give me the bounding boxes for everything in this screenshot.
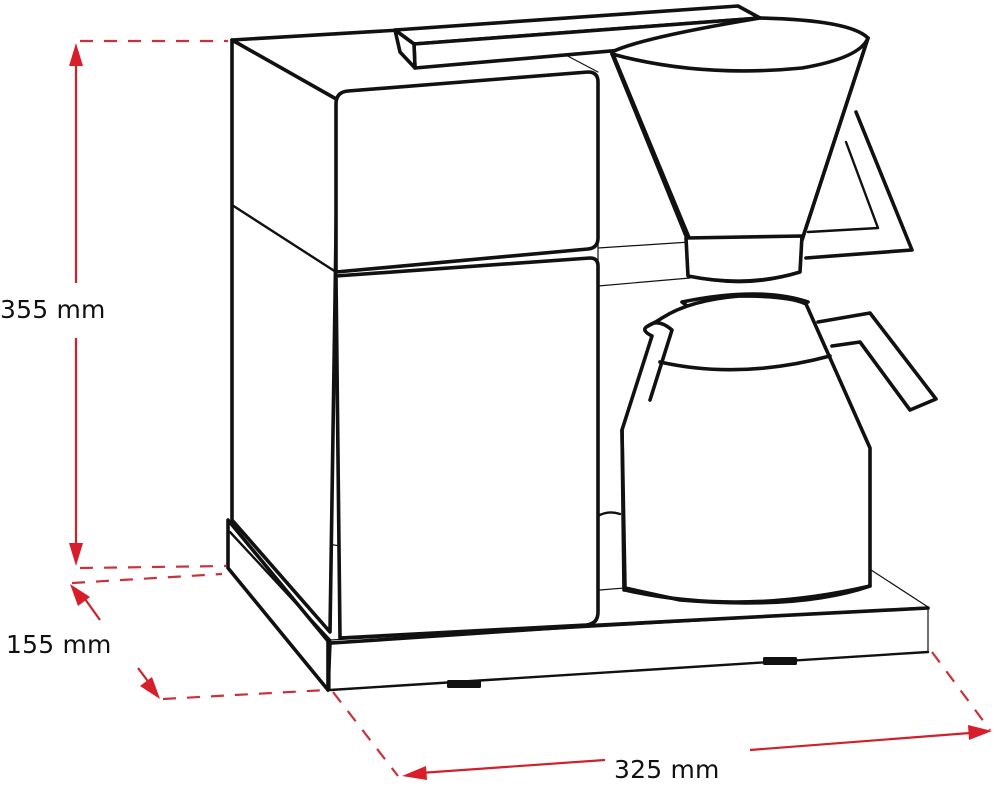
width-dimension-label: 325 mm [614,755,720,784]
filter-cone [610,16,914,284]
foot-left [447,680,481,688]
machine-body [230,28,691,640]
foot-right [763,657,797,665]
depth-dimension-arrow [70,584,160,699]
dimension-guides [71,39,991,777]
height-dimension-arrow [69,43,83,566]
width-dimension-arrow [402,725,992,780]
thermal-carafe [596,292,938,605]
depth-dimension-label: 155 mm [6,630,112,659]
height-dimension-label: 355 mm [0,295,106,324]
